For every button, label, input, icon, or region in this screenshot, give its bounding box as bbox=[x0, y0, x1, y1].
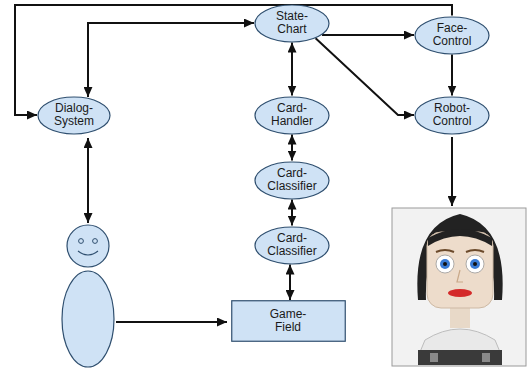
person-link bbox=[116, 321, 227, 323]
connector bbox=[291, 200, 293, 226]
node-shape bbox=[415, 17, 489, 54]
node-shape bbox=[415, 97, 489, 134]
connector bbox=[291, 135, 293, 161]
node-shape bbox=[255, 227, 329, 264]
text-holder: Card- Handler bbox=[271, 102, 313, 128]
process-ellipse: Card- Classifier bbox=[254, 161, 330, 200]
person-link bbox=[87, 138, 89, 223]
node-label: Game- Field bbox=[270, 308, 307, 334]
text-holder: Dialog- System bbox=[54, 102, 94, 128]
process-ellipse: State- Chart bbox=[254, 4, 330, 43]
node-label: Face- Control bbox=[433, 22, 472, 48]
node-shape bbox=[255, 162, 329, 199]
node-label: State- Chart bbox=[276, 10, 308, 36]
process-ellipse: Robot- Control bbox=[414, 96, 490, 135]
process-ellipse: Face- Control bbox=[414, 16, 490, 55]
connector bbox=[88, 23, 254, 97]
text-holder: Card- Classifier bbox=[267, 232, 316, 258]
text-holder: Game- Field bbox=[270, 308, 307, 334]
person-figure bbox=[62, 225, 114, 367]
connector bbox=[322, 34, 414, 36]
node-label: Card- Handler bbox=[271, 102, 313, 128]
process-ellipse: Card- Classifier bbox=[254, 226, 330, 265]
connector bbox=[291, 43, 293, 96]
connector bbox=[289, 265, 291, 301]
robot-link bbox=[451, 137, 453, 206]
connector bbox=[451, 55, 453, 96]
node-shape bbox=[255, 97, 329, 134]
text-holder: Face- Control bbox=[433, 22, 472, 48]
text-holder: State- Chart bbox=[276, 10, 308, 36]
text-holder: Card- Classifier bbox=[267, 167, 316, 193]
node-shape bbox=[231, 301, 345, 342]
node-label: Card- Classifier bbox=[267, 232, 316, 258]
node-label: Dialog- System bbox=[54, 102, 94, 128]
process-ellipse: Card- Handler bbox=[254, 96, 330, 135]
node-shape bbox=[38, 97, 110, 134]
process-box: Game- Field bbox=[231, 300, 346, 342]
connector bbox=[316, 38, 414, 115]
text-holder: Robot- Control bbox=[433, 102, 472, 128]
robot-photo bbox=[392, 208, 526, 366]
node-label: Robot- Control bbox=[433, 102, 472, 128]
node-shape bbox=[255, 5, 329, 42]
node-label: Card- Classifier bbox=[267, 167, 316, 193]
process-ellipse: Dialog- System bbox=[37, 96, 111, 135]
